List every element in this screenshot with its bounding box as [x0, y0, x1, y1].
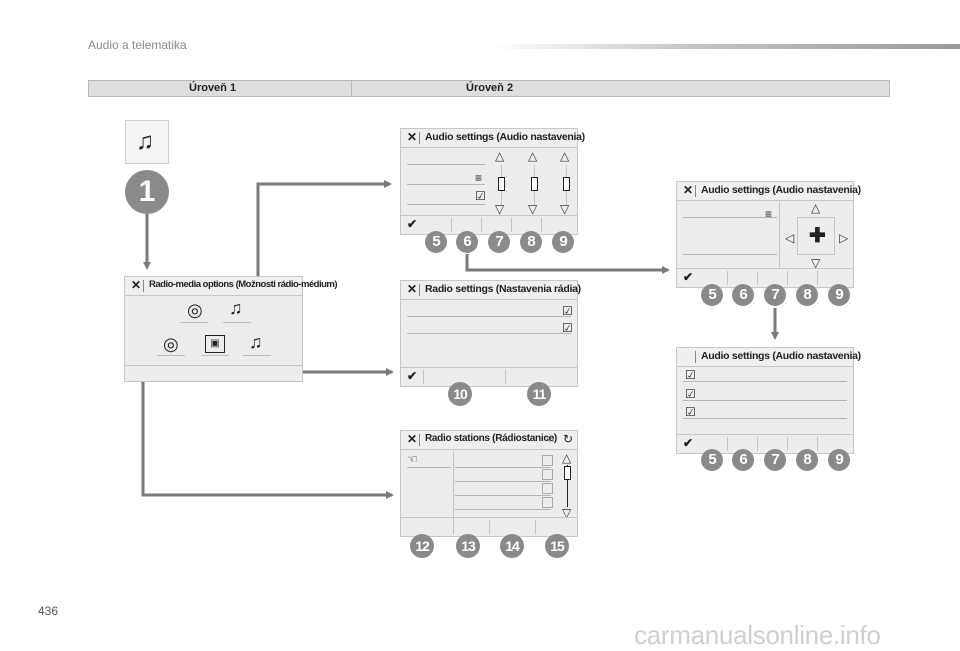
checkbox-icon[interactable]: ☑	[685, 387, 696, 401]
panel-title-bar: ✕ Audio settings (Audio nastavenia)	[677, 348, 861, 367]
refresh-icon[interactable]: ↻	[563, 432, 574, 446]
callout-15: 15	[545, 534, 569, 558]
slider-handle[interactable]	[531, 177, 538, 191]
callout-13: 13	[456, 534, 480, 558]
callout-9: 9	[552, 231, 574, 253]
page-number: 436	[38, 604, 59, 618]
hand-pointer-icon[interactable]: ☜	[407, 452, 418, 466]
music-source-button[interactable]: ♫	[125, 120, 169, 164]
radio-antenna-icon[interactable]: ◎	[163, 334, 179, 354]
panel-title: Audio settings (Audio nastavenia)	[425, 131, 585, 143]
close-icon[interactable]: ✕	[131, 278, 142, 292]
level-2-label: Úroveň 2	[466, 82, 514, 94]
contact-icon[interactable]: ▣	[205, 335, 225, 353]
panel-title: Radio-media options (Možnosti rádio-médi…	[149, 279, 338, 290]
callout-7: 7	[764, 284, 786, 306]
checkbox-icon[interactable]	[542, 455, 553, 466]
right-arrow-icon[interactable]: ▷	[839, 231, 849, 245]
checkbox-icon[interactable]: ☑	[685, 368, 696, 382]
checkmark-icon[interactable]: ✔	[407, 217, 418, 231]
callout-8: 8	[520, 231, 542, 253]
callout-7: 7	[488, 231, 510, 253]
callout-6: 6	[456, 231, 478, 253]
hand-pointer-icon[interactable]: ☜	[544, 432, 555, 446]
down-arrow-icon[interactable]: ▽	[528, 202, 538, 216]
checkbox-icon[interactable]: ☑	[685, 405, 696, 419]
close-icon[interactable]: ✕	[407, 130, 418, 144]
up-arrow-icon[interactable]: △	[495, 149, 505, 163]
watermark: carmanualsonline.info	[634, 620, 881, 650]
level-divider	[351, 81, 352, 96]
music-note-icon[interactable]: ♫	[249, 332, 263, 352]
music-note-icon: ♫	[136, 128, 154, 155]
callout-5: 5	[425, 231, 447, 253]
audio-settings-panel: ✕ Audio settings (Audio nastavenia) ≡ ☑ …	[400, 128, 585, 235]
checkmark-icon[interactable]: ✔	[683, 270, 694, 284]
radio-settings-panel: ✕ Radio settings (Nastavenia rádia) ☑ ☑ …	[400, 280, 581, 387]
down-arrow-icon[interactable]: ▽	[495, 202, 505, 216]
panel-title: Radio settings (Nastavenia rádia)	[425, 283, 581, 295]
level-1-label: Úroveň 1	[189, 82, 237, 94]
radio-antenna-icon[interactable]: ◎	[187, 300, 203, 320]
radio-media-options-panel: ✕ Radio-media options (Možnosti rádio-mé…	[124, 276, 338, 382]
checkbox-icon[interactable]	[542, 469, 553, 480]
section-title: Audio a telematika	[88, 38, 187, 52]
callout-11: 11	[527, 382, 551, 406]
panel-title-bar: ✕ Radio stations (Rádiostanice) ☜ ↻	[401, 431, 577, 450]
callout-6: 6	[732, 449, 754, 471]
checkbox-icon[interactable]: ☑	[562, 304, 573, 318]
close-icon[interactable]: ✕	[683, 183, 694, 197]
callout-14: 14	[500, 534, 524, 558]
header-rule	[490, 44, 960, 49]
scrollbar-thumb[interactable]	[564, 466, 571, 480]
panel-title-bar: ✕ Radio-media options (Možnosti rádio-mé…	[125, 277, 338, 296]
callout-5: 5	[701, 449, 723, 471]
up-arrow-icon[interactable]: △	[562, 451, 572, 465]
panel-title: Audio settings (Audio nastavenia)	[701, 184, 861, 196]
callout-9: 9	[828, 449, 850, 471]
panel-title: Audio settings (Audio nastavenia)	[701, 350, 861, 362]
callout-8: 8	[796, 284, 818, 306]
checkbox-icon[interactable]	[542, 497, 553, 508]
callout-9: 9	[828, 284, 850, 306]
close-icon[interactable]: ✕	[407, 432, 418, 446]
callout-12: 12	[410, 534, 434, 558]
audio-settings-balance-panel: ✕ Audio settings (Audio nastavenia) ≡ △ …	[676, 181, 861, 288]
panel-title-bar: ✕ Audio settings (Audio nastavenia)	[401, 129, 585, 148]
checkbox-icon[interactable]	[542, 483, 553, 494]
up-arrow-icon[interactable]: △	[560, 149, 570, 163]
panel-title: Radio stations (Rádiostanice)	[425, 433, 557, 444]
slider-handle[interactable]	[563, 177, 570, 191]
radio-stations-panel: ✕ Radio stations (Rádiostanice) ☜ ↻ ☜ △ …	[400, 430, 578, 537]
callout-7: 7	[764, 449, 786, 471]
panel-title-bar: ✕ Audio settings (Audio nastavenia)	[677, 182, 861, 201]
checkmark-icon[interactable]: ✔	[683, 436, 694, 450]
level-header-bar: Úroveň 1 Úroveň 2	[88, 80, 890, 97]
step-number: 1	[125, 170, 169, 214]
list-icon[interactable]: ≡	[475, 171, 483, 185]
slider-handle[interactable]	[498, 177, 505, 191]
down-arrow-icon[interactable]: ▽	[811, 256, 821, 270]
callout-5: 5	[701, 284, 723, 306]
callout-6: 6	[732, 284, 754, 306]
up-arrow-icon[interactable]: △	[528, 149, 538, 163]
up-arrow-icon[interactable]: △	[811, 201, 821, 215]
checkmark-icon[interactable]: ✔	[407, 369, 418, 383]
list-icon[interactable]: ≡	[765, 207, 773, 221]
close-icon[interactable]: ✕	[407, 282, 418, 296]
arrow-6-to-audio-right	[465, 254, 670, 274]
down-arrow-icon[interactable]: ▽	[560, 202, 570, 216]
callout-10: 10	[448, 382, 472, 406]
checkbox-icon[interactable]: ☑	[562, 321, 573, 335]
crosshair-icon[interactable]: ✚	[809, 225, 826, 247]
left-arrow-icon[interactable]: ◁	[785, 231, 795, 245]
music-note-icon[interactable]: ♫	[229, 298, 243, 318]
checkbox-icon[interactable]: ☑	[475, 189, 486, 203]
scrollbar-track[interactable]	[567, 465, 568, 507]
callout-8: 8	[796, 449, 818, 471]
down-arrow-icon[interactable]: ▽	[562, 506, 572, 520]
audio-settings-options-panel: ✕ Audio settings (Audio nastavenia) ☑ ☑ …	[676, 347, 861, 454]
panel-title-bar: ✕ Radio settings (Nastavenia rádia)	[401, 281, 581, 300]
